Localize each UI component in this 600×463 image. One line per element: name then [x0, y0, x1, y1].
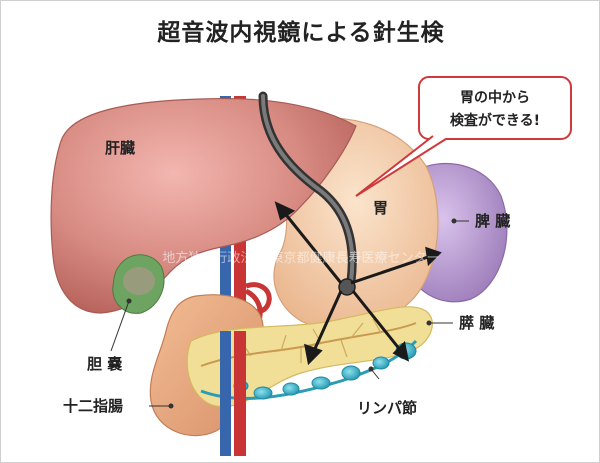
callout-box	[418, 76, 572, 140]
label-lymph-node: リンパ節	[357, 399, 417, 417]
callout-line-2: 検査ができる!	[450, 112, 540, 129]
ultrasound-arrows	[274, 201, 442, 366]
callout-line-1: 胃の中から	[460, 89, 530, 106]
label-duodenum: 十二指腸	[63, 397, 123, 415]
watermark-text: 地方独立行政法人 東京都健康長寿医療センター	[162, 250, 439, 266]
label-pancreas: 膵 臓	[459, 314, 494, 332]
label-spleen: 脾 臓	[475, 212, 510, 230]
vena-cava-shape	[220, 96, 231, 456]
label-liver: 肝臓	[105, 139, 135, 157]
figure-title: 超音波内視鏡による針生検	[157, 20, 445, 46]
label-gallbladder: 胆 嚢	[87, 355, 122, 373]
label-stomach: 胃	[373, 199, 388, 217]
